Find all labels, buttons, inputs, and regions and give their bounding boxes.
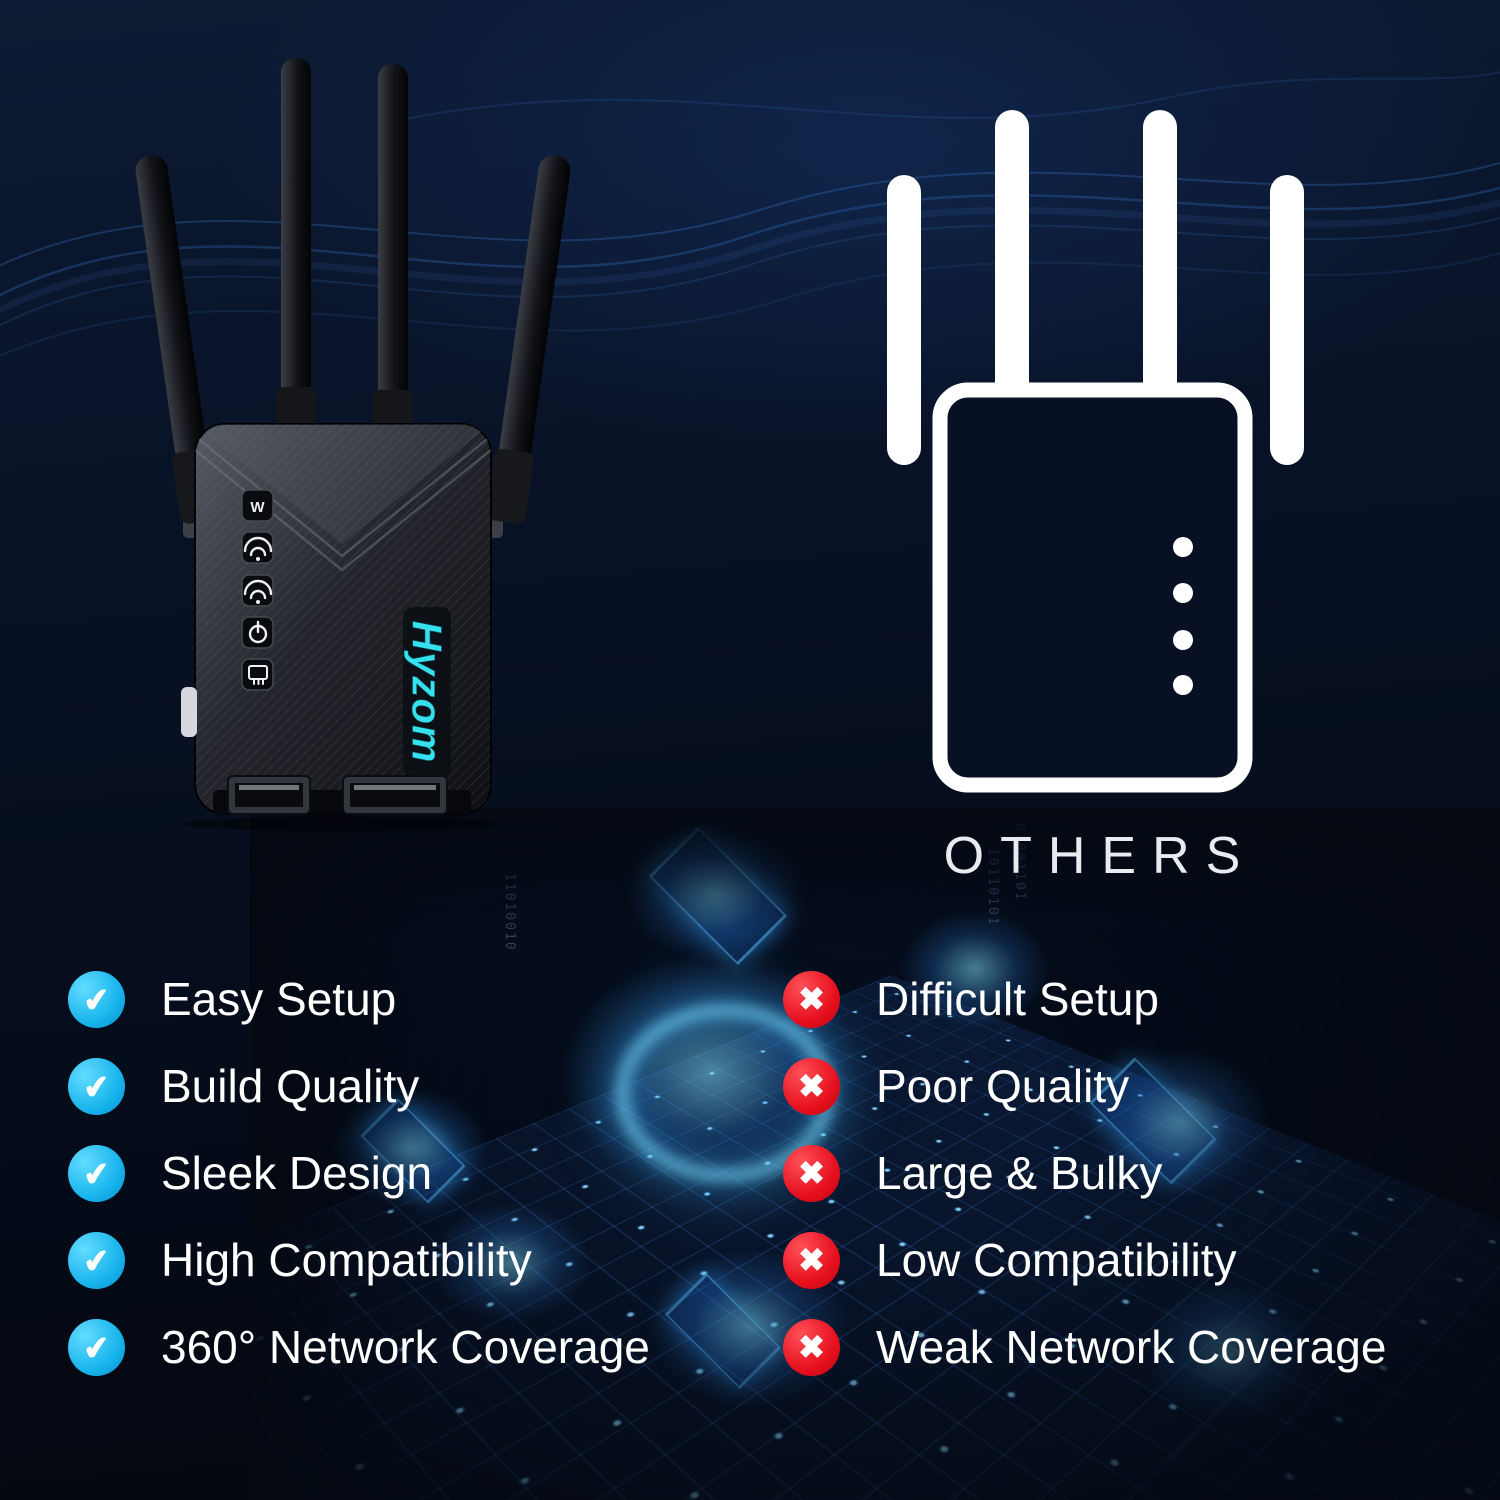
cross-icon: ✖ [783, 1057, 840, 1115]
check-icon: ✔ [65, 1141, 128, 1205]
others-antenna-left-outer [887, 175, 921, 465]
others-label: OTHERS [943, 827, 1257, 885]
feature-label: Build Quality [161, 1060, 420, 1112]
others-indicator-dots [1173, 537, 1193, 695]
antenna-right-outer [486, 155, 571, 524]
cons-item: ✖ Low Compatibility [783, 1229, 1386, 1291]
feature-label: Large & Bulky [876, 1147, 1163, 1199]
wifi-2g-led [241, 531, 274, 564]
ethernet-port-2 [342, 775, 448, 815]
indicator-dot [1173, 630, 1193, 650]
wps-led-label: W [250, 499, 265, 516]
hyzom-extender-image: W [135, 58, 571, 831]
device-shadow [180, 817, 500, 831]
wps-led: W [241, 489, 274, 522]
feature-label: Easy Setup [161, 973, 397, 1025]
cons-item: ✖ Weak Network Coverage [783, 1316, 1386, 1378]
feature-label: Difficult Setup [876, 973, 1159, 1025]
feature-label: Sleek Design [161, 1147, 433, 1199]
others-extender-icon [887, 110, 1304, 793]
cross-icon: ✖ [783, 1144, 840, 1202]
indicator-dot [1173, 537, 1193, 557]
circuit-board-background: 10110101 01001101 11010010 [250, 808, 1500, 1500]
feature-label: Low Compatibility [876, 1234, 1237, 1286]
cons-item: ✖ Large & Bulky [783, 1142, 1386, 1204]
feature-label: High Compatibility [161, 1234, 532, 1286]
check-icon: ✔ [65, 1315, 128, 1379]
pros-item: ✔ 360° Network Coverage [65, 1315, 650, 1379]
brand-logo-text: Hyzom [404, 621, 451, 764]
feature-label: Poor Quality [876, 1060, 1130, 1112]
cons-list: ✖ Difficult Setup ✖ Poor Quality ✖ Large… [783, 968, 1386, 1403]
others-antenna-right-inner [1143, 110, 1177, 410]
led-panel: W [241, 489, 274, 691]
pros-list: ✔ Easy Setup ✔ Build Quality ✔ Sleek Des… [65, 967, 650, 1403]
antenna-left-inner [276, 58, 316, 442]
pros-item: ✔ Build Quality [65, 1054, 650, 1118]
check-icon: ✔ [65, 1054, 128, 1118]
feature-label: Weak Network Coverage [876, 1321, 1387, 1373]
power-led [241, 616, 274, 649]
indicator-dot [1173, 583, 1193, 603]
indicator-dot [1173, 675, 1193, 695]
cross-icon: ✖ [783, 1318, 840, 1376]
check-icon: ✔ [65, 1228, 128, 1292]
cons-item: ✖ Poor Quality [783, 1055, 1386, 1117]
ethernet-port-1 [227, 775, 311, 815]
wifi-5g-led [241, 574, 274, 607]
others-antenna-right-outer [1270, 175, 1304, 465]
cross-icon: ✖ [783, 1231, 840, 1289]
others-body [932, 382, 1253, 793]
lan-led [241, 658, 274, 691]
side-button [181, 687, 197, 737]
pros-item: ✔ Easy Setup [65, 967, 650, 1031]
pros-item: ✔ Sleek Design [65, 1141, 650, 1205]
circuit-edge-fade [250, 808, 1500, 1500]
brand-logo: Hyzom [403, 607, 451, 777]
feature-label: 360° Network Coverage [161, 1321, 650, 1373]
antenna-right-inner [373, 64, 413, 442]
cross-icon: ✖ [783, 970, 840, 1028]
check-icon: ✔ [65, 967, 128, 1031]
pros-item: ✔ High Compatibility [65, 1228, 650, 1292]
others-antenna-left-inner [995, 110, 1029, 410]
cons-item: ✖ Difficult Setup [783, 968, 1386, 1030]
